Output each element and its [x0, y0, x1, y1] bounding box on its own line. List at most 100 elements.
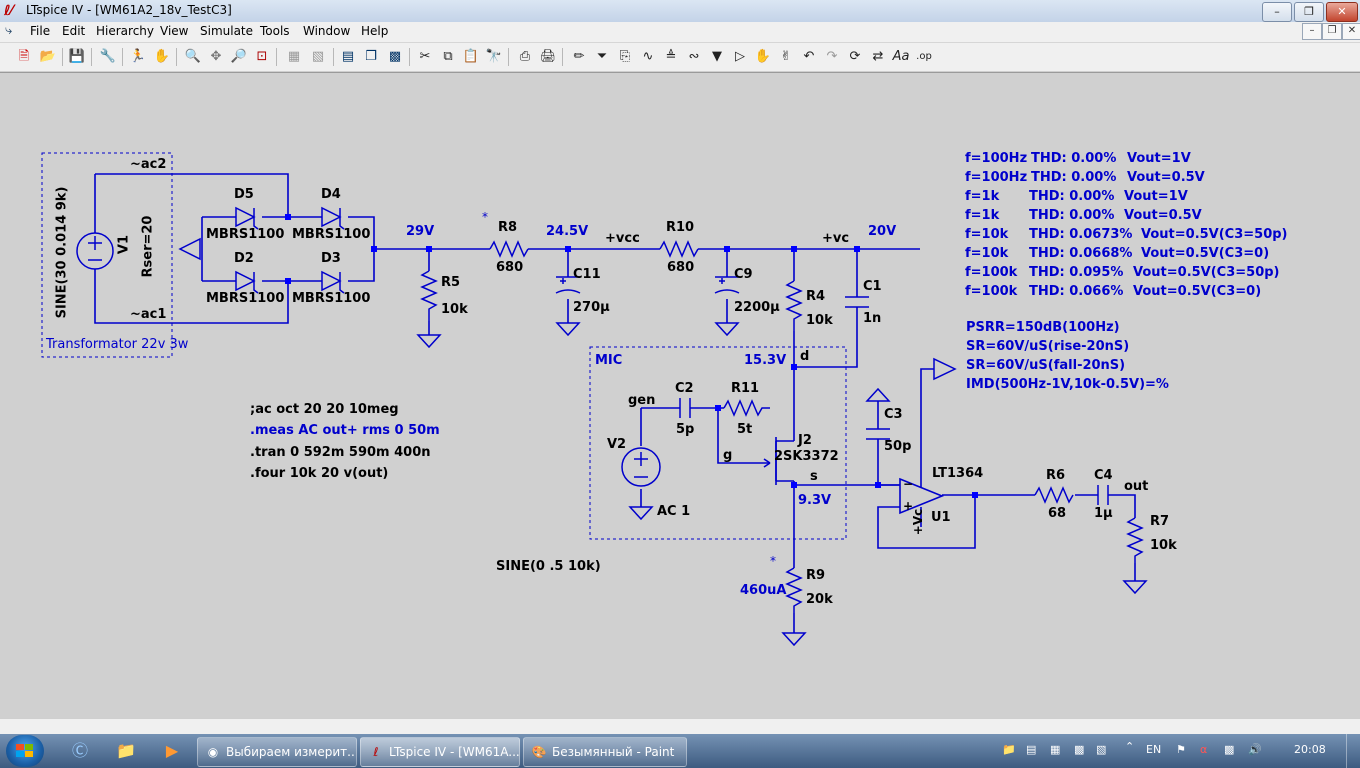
open-icon[interactable]: 📂 — [39, 49, 57, 64]
c4-name: C4 — [1094, 468, 1113, 483]
zoom-in-icon[interactable]: 🔍 — [184, 49, 202, 64]
language-indicator[interactable]: EN — [1146, 743, 1162, 756]
task-label: Безымянный - Paint — [552, 745, 675, 759]
show-desktop-button[interactable] — [1346, 734, 1360, 768]
u1-name: U1 — [931, 510, 951, 525]
text-icon[interactable]: Aa — [892, 49, 910, 64]
tile-icon[interactable]: ▤ — [341, 49, 355, 64]
menu-hierarchy[interactable]: Hierarchy — [96, 24, 155, 38]
j2-model: 2SK3372 — [774, 449, 839, 464]
resistor-icon[interactable]: ∿ — [642, 49, 654, 64]
zoom-out-icon[interactable]: 🔎 — [230, 49, 248, 64]
inductor-icon[interactable]: ∾ — [688, 49, 700, 64]
menu-simulate[interactable]: Simulate — [200, 24, 254, 38]
minimize-button[interactable]: – — [1262, 2, 1292, 22]
tray-folder-icon[interactable]: 📁 — [1002, 743, 1016, 756]
cut-icon[interactable]: ✂ — [419, 49, 431, 64]
menu-help[interactable]: Help — [361, 24, 389, 38]
directive-meas[interactable]: .meas AC out+ rms 0 50m — [250, 423, 440, 438]
tray-flag-icon[interactable]: ⚑ — [1176, 743, 1186, 756]
label-net-icon[interactable]: ⎘ — [619, 49, 631, 64]
directive-tran[interactable]: .tran 0 592m 590m 400n — [250, 445, 431, 460]
menu-file[interactable]: File — [30, 24, 51, 38]
new-schematic-icon[interactable]: 🗎 — [18, 49, 30, 64]
tray-volume-icon[interactable]: 🔊 — [1248, 743, 1262, 756]
tray-network-icon[interactable]: ▦ — [1050, 743, 1061, 756]
d3-name: D3 — [321, 251, 341, 266]
explorer-icon[interactable]: 📁 — [116, 741, 136, 760]
rotate-icon[interactable]: ⟳ — [849, 49, 861, 64]
spice-directive-icon[interactable]: .op — [916, 51, 932, 62]
c2-value: 5p — [676, 422, 695, 437]
menu-window[interactable]: Window — [303, 24, 351, 38]
drag-icon[interactable]: ✌ — [780, 49, 792, 64]
directive-ac[interactable]: ;ac oct 20 20 10meg — [250, 402, 399, 417]
run-icon[interactable]: 🏃 — [129, 49, 147, 64]
menu-view[interactable]: View — [160, 24, 189, 38]
print-setup-icon[interactable]: ⎙ — [519, 49, 531, 64]
autorange-icon[interactable]: ▦ — [287, 49, 301, 64]
ground-icon[interactable]: ⏷ — [596, 49, 608, 64]
wire-icon[interactable]: ✏ — [573, 49, 585, 64]
ie-icon[interactable]: Ⓒ — [71, 741, 88, 760]
voltage-15-3v: 15.3V — [744, 353, 787, 368]
find-icon[interactable]: 🔭 — [485, 49, 503, 64]
media-player-icon[interactable]: ▶ — [165, 741, 179, 760]
mdi-close-button[interactable]: ✕ — [1342, 23, 1360, 40]
undo-icon[interactable]: ↶ — [803, 49, 815, 64]
diode-icon[interactable]: ▼ — [712, 49, 722, 64]
sine-note[interactable]: SINE(0 .5 10k) — [496, 559, 601, 574]
tray-display-icon[interactable]: ▧ — [1096, 743, 1107, 756]
r8-name: R8 — [498, 220, 518, 235]
r7-value: 10k — [1150, 538, 1177, 553]
clock[interactable]: 20:08 — [1294, 743, 1326, 756]
c9-name: C9 — [734, 267, 753, 282]
control-panel-icon[interactable]: 🔧 — [99, 49, 117, 64]
directive-four[interactable]: .four 10k 20 v(out) — [250, 466, 389, 481]
component-icon[interactable]: ▷ — [735, 49, 745, 64]
misc-results: PSRR=150dB(100Hz) SR=60V/uS(rise-20nS) S… — [966, 318, 1169, 394]
pan-icon[interactable]: ✥ — [210, 49, 222, 64]
tray-alpha-icon[interactable]: α — [1200, 743, 1208, 756]
halt-icon[interactable]: ✋ — [153, 49, 171, 64]
opamp-minus-label: − — [903, 477, 914, 491]
save-icon[interactable]: 💾 — [68, 49, 86, 64]
capacitor-icon[interactable]: ≜ — [665, 49, 677, 64]
r8-star: * — [482, 210, 488, 224]
tray-expand-icon[interactable]: ⌃ — [1125, 740, 1135, 753]
start-button[interactable] — [6, 735, 44, 767]
c9-value: 2200μ — [734, 300, 780, 315]
grid-icon[interactable]: ▧ — [311, 49, 325, 64]
task-browser[interactable]: ◉Выбираем измерит... — [197, 737, 357, 767]
tray-signal-icon[interactable]: ▩ — [1224, 743, 1235, 756]
move-icon[interactable]: ✋ — [754, 49, 772, 64]
document-icon[interactable]: ⤷ — [5, 23, 13, 38]
voltage-20v: 20V — [868, 224, 897, 239]
mirror-icon[interactable]: ⇄ — [872, 49, 884, 64]
tray-monitor-icon[interactable]: ▩ — [1074, 743, 1085, 756]
cascade-icon[interactable]: ❐ — [365, 49, 377, 64]
close-button[interactable]: ✕ — [1326, 2, 1358, 22]
tray-app-icon[interactable]: ▤ — [1026, 743, 1037, 756]
task-paint[interactable]: 🎨Безымянный - Paint — [523, 737, 687, 767]
firefox-icon: ◉ — [207, 745, 219, 759]
restore-button[interactable]: ❐ — [1294, 2, 1324, 22]
mdi-restore-button[interactable]: ❐ — [1322, 23, 1342, 40]
mdi-minimize-button[interactable]: – — [1302, 23, 1322, 40]
close-window-icon[interactable]: ▩ — [388, 49, 402, 64]
ground-icon — [555, 322, 581, 337]
copy-icon[interactable]: ⧉ — [443, 49, 453, 64]
mic-label: MIC — [595, 353, 623, 368]
menu-edit[interactable]: Edit — [62, 24, 86, 38]
c3-value: 50p — [884, 439, 912, 454]
paste-icon[interactable]: 📋 — [462, 49, 480, 64]
zoom-fit-icon[interactable]: ⊡ — [256, 49, 268, 64]
schematic-canvas[interactable]: ~ac2 ~ac1 SINE(30 0.014 9k) V1 Rser=20 T… — [0, 72, 1360, 719]
print-icon[interactable]: 🖨 — [539, 49, 557, 64]
menu-tools[interactable]: Tools — [260, 24, 290, 38]
redo-icon[interactable]: ↷ — [826, 49, 838, 64]
ltspice-app-icon[interactable]: ℓ⁄ — [4, 3, 13, 19]
